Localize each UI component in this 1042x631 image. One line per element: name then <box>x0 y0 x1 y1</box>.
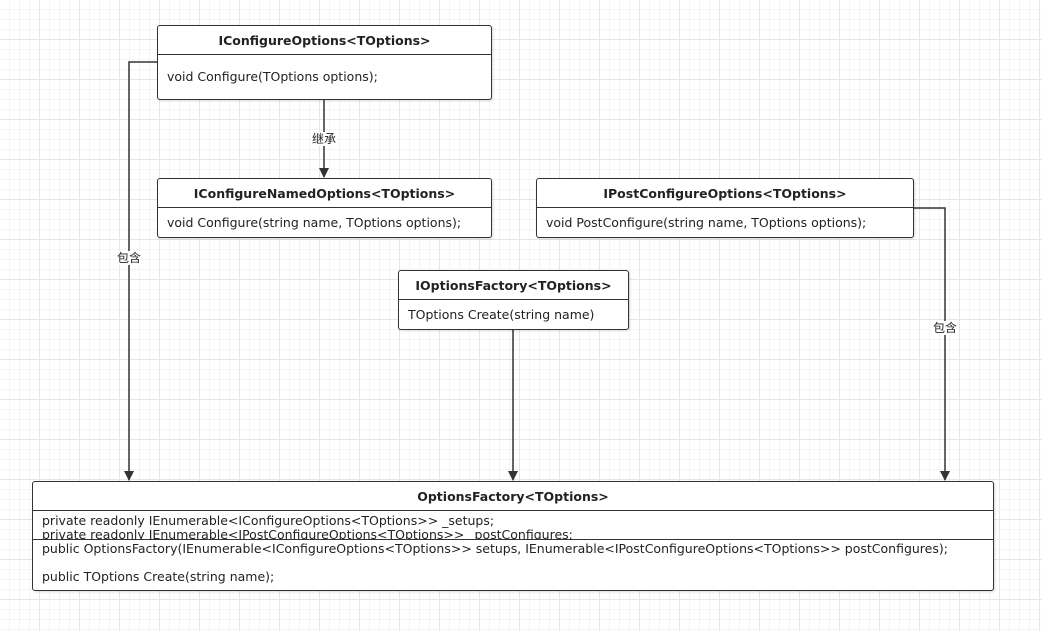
configure-options-box[interactable]: IConfigureOptions<TOptions> void Configu… <box>157 25 492 100</box>
method-row: public TOptions Create(string name); <box>42 569 275 584</box>
contains-right-edge <box>913 207 950 481</box>
method-row: public OptionsFactory(IEnumerable<IConfi… <box>42 541 948 556</box>
options-factory-interface-method: TOptions Create(string name) <box>408 307 595 322</box>
options-factory-fields: private readonly IEnumerable<IConfigureO… <box>33 511 993 540</box>
configure-options-title: IConfigureOptions<TOptions> <box>158 26 491 55</box>
inherit-label: 继承 <box>311 132 338 146</box>
contains-left-label: 包含 <box>116 251 143 265</box>
field-row: private readonly IEnumerable<IConfigureO… <box>42 513 495 528</box>
options-factory-methods: public OptionsFactory(IEnumerable<IConfi… <box>33 539 993 584</box>
configure-named-options-box[interactable]: IConfigureNamedOptions<TOptions> void Co… <box>157 178 492 238</box>
options-factory-interface-title: IOptionsFactory<TOptions> <box>399 271 628 300</box>
configure-options-method: void Configure(TOptions options); <box>167 69 378 84</box>
options-factory-title: OptionsFactory<TOptions> <box>33 482 993 511</box>
configure-named-options-title: IConfigureNamedOptions<TOptions> <box>158 179 491 208</box>
post-configure-options-method: void PostConfigure(string name, TOptions… <box>546 215 867 230</box>
contains-left-edge <box>124 61 157 481</box>
options-factory-box[interactable]: OptionsFactory<TOptions> private readonl… <box>32 481 994 591</box>
post-configure-options-title: IPostConfigureOptions<TOptions> <box>537 179 913 208</box>
configure-named-options-method: void Configure(string name, TOptions opt… <box>167 215 462 230</box>
field-row: private readonly IEnumerable<IPostConfig… <box>42 527 573 540</box>
method-row <box>42 556 984 570</box>
contains-right-label: 包含 <box>932 321 959 335</box>
options-factory-interface-box[interactable]: IOptionsFactory<TOptions> TOptions Creat… <box>398 270 629 330</box>
post-configure-options-box[interactable]: IPostConfigureOptions<TOptions> void Pos… <box>536 178 914 238</box>
